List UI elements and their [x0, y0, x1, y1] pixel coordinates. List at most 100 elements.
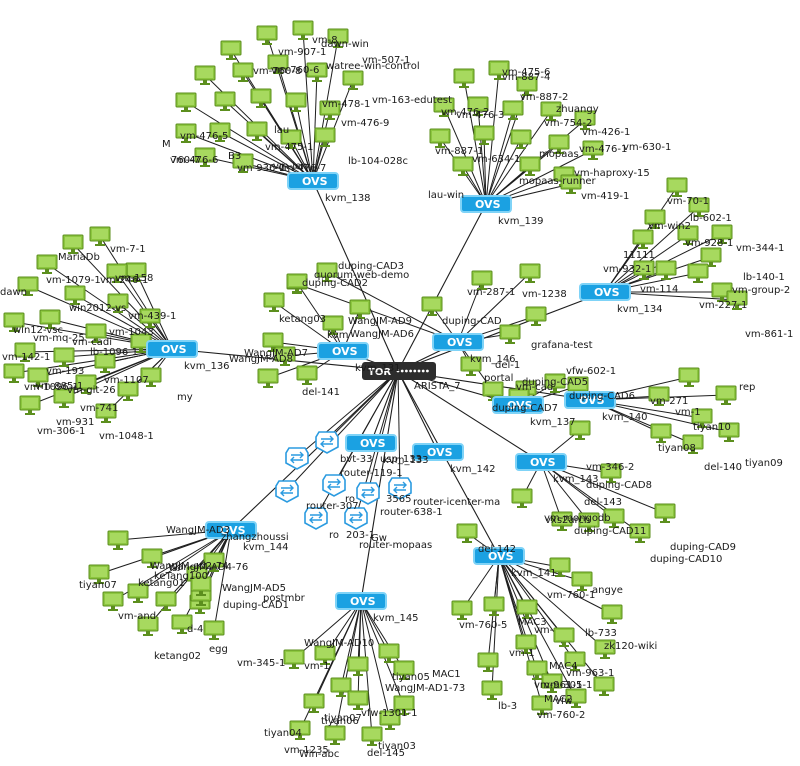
ovs-switch-icon[interactable]: OVS [146, 340, 198, 358]
monitor-icon[interactable] [155, 591, 177, 611]
monitor-icon[interactable] [548, 134, 570, 154]
ovs-switch-icon[interactable]: OVS [287, 172, 339, 190]
monitor-icon[interactable] [564, 651, 586, 671]
router-icon[interactable] [304, 507, 328, 530]
monitor-icon[interactable] [715, 385, 737, 405]
monitor-icon[interactable] [544, 373, 566, 393]
monitor-icon[interactable] [711, 224, 733, 244]
monitor-icon[interactable] [666, 177, 688, 197]
monitor-icon[interactable] [330, 677, 352, 697]
monitor-icon[interactable] [691, 408, 713, 428]
monitor-icon[interactable] [644, 209, 666, 229]
monitor-icon[interactable] [648, 386, 670, 406]
monitor-icon[interactable] [102, 591, 124, 611]
monitor-icon[interactable] [433, 97, 455, 117]
monitor-icon[interactable] [429, 128, 451, 148]
monitor-icon[interactable] [256, 25, 278, 45]
monitor-icon[interactable] [127, 583, 149, 603]
monitor-icon[interactable] [94, 353, 116, 373]
monitor-icon[interactable] [393, 660, 415, 680]
tor-switch[interactable]: TOR ARISTA_7 [362, 362, 461, 392]
monitor-icon[interactable] [194, 147, 216, 167]
ovs-switch-icon[interactable]: OVS [515, 453, 567, 471]
monitor-icon[interactable] [319, 100, 341, 120]
ovs-switch-icon[interactable]: OVS [412, 443, 464, 461]
monitor-icon[interactable] [594, 639, 616, 659]
router-icon[interactable] [388, 477, 412, 500]
monitor-icon[interactable] [451, 600, 473, 620]
monitor-icon[interactable] [17, 276, 39, 296]
monitor-icon[interactable] [633, 260, 655, 280]
monitor-icon[interactable] [190, 576, 212, 596]
monitor-icon[interactable] [526, 660, 548, 680]
monitor-icon[interactable] [171, 614, 193, 634]
monitor-icon[interactable] [655, 260, 677, 280]
monitor-icon[interactable] [85, 323, 107, 343]
monitor-icon[interactable] [700, 247, 722, 267]
monitor-icon[interactable] [516, 599, 538, 619]
router-icon[interactable] [285, 447, 309, 470]
ovs-switch-icon[interactable]: OVS [205, 521, 257, 539]
monitor-icon[interactable] [107, 293, 129, 313]
ovs-switch-icon[interactable]: OVS [473, 547, 525, 565]
monitor-icon[interactable] [510, 129, 532, 149]
monitor-icon[interactable] [578, 512, 600, 532]
monitor-icon[interactable] [378, 643, 400, 663]
monitor-icon[interactable] [39, 309, 61, 329]
router-icon[interactable] [344, 507, 368, 530]
monitor-icon[interactable] [286, 273, 308, 293]
monitor-icon[interactable] [3, 363, 25, 383]
monitor-icon[interactable] [560, 174, 582, 194]
monitor-icon[interactable] [582, 140, 604, 160]
ovs-switch-icon[interactable]: OVS [345, 434, 397, 452]
monitor-icon[interactable] [175, 92, 197, 112]
monitor-icon[interactable] [3, 312, 25, 332]
monitor-icon[interactable] [718, 422, 740, 442]
monitor-icon[interactable] [549, 557, 571, 577]
monitor-icon[interactable] [53, 388, 75, 408]
monitor-icon[interactable] [296, 365, 318, 385]
router-icon[interactable] [275, 480, 299, 503]
monitor-icon[interactable] [14, 342, 36, 362]
monitor-icon[interactable] [36, 254, 58, 274]
monitor-icon[interactable] [421, 296, 443, 316]
ovs-switch-icon[interactable]: OVS [492, 396, 544, 414]
monitor-icon[interactable] [600, 463, 622, 483]
monitor-icon[interactable] [107, 530, 129, 550]
monitor-icon[interactable] [540, 101, 562, 121]
monitor-icon[interactable] [483, 596, 505, 616]
monitor-icon[interactable] [306, 62, 328, 82]
monitor-icon[interactable] [292, 20, 314, 40]
monitor-icon[interactable] [629, 523, 651, 543]
monitor-icon[interactable] [250, 88, 272, 108]
router-icon[interactable] [315, 431, 339, 454]
monitor-icon[interactable] [27, 367, 49, 387]
monitor-icon[interactable] [379, 710, 401, 730]
monitor-icon[interactable] [262, 332, 284, 352]
monitor-icon[interactable] [682, 434, 704, 454]
monitor-icon[interactable] [654, 503, 676, 523]
monitor-icon[interactable] [361, 726, 383, 746]
monitor-icon[interactable] [726, 290, 748, 310]
monitor-icon[interactable] [140, 367, 162, 387]
router-icon[interactable] [356, 482, 380, 505]
monitor-icon[interactable] [117, 381, 139, 401]
monitor-icon[interactable] [89, 226, 111, 246]
monitor-icon[interactable] [175, 123, 197, 143]
monitor-icon[interactable] [467, 96, 489, 116]
monitor-icon[interactable] [64, 285, 86, 305]
monitor-icon[interactable] [303, 693, 325, 713]
monitor-icon[interactable] [688, 197, 710, 217]
monitor-icon[interactable] [519, 263, 541, 283]
monitor-icon[interactable] [246, 121, 268, 141]
monitor-icon[interactable] [393, 695, 415, 715]
monitor-icon[interactable] [349, 299, 371, 319]
monitor-icon[interactable] [280, 129, 302, 149]
monitor-icon[interactable] [601, 604, 623, 624]
monitor-icon[interactable] [203, 552, 225, 572]
monitor-icon[interactable] [571, 571, 593, 591]
monitor-icon[interactable] [499, 324, 521, 344]
monitor-icon[interactable] [263, 292, 285, 312]
monitor-icon[interactable] [551, 511, 573, 531]
monitor-icon[interactable] [285, 92, 307, 112]
